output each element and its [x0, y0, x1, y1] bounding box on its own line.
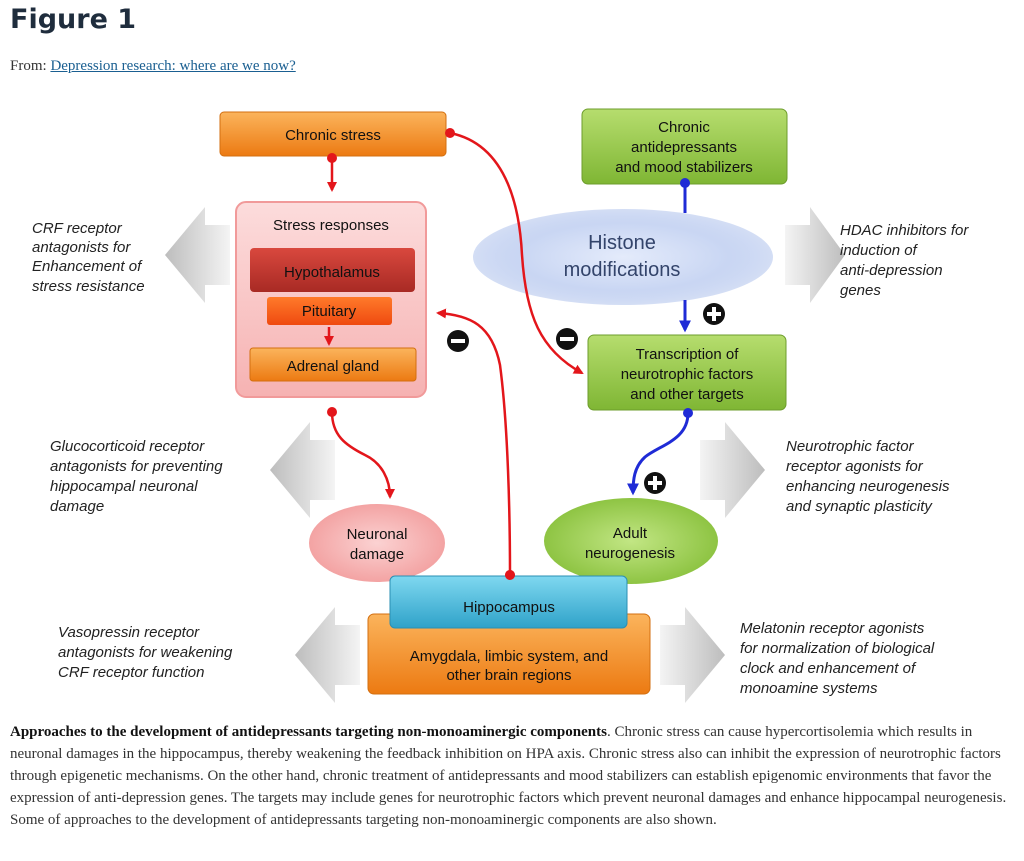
adult-neurogenesis-ellipse: Adult neurogenesis [544, 498, 718, 584]
melatonin-agonists-text: Melatonin receptor agonists for normaliz… [740, 620, 935, 697]
svg-text:CRF receptor: CRF receptor [32, 220, 123, 237]
svg-text:antagonists for: antagonists for [32, 239, 131, 256]
svg-text:antagonists for weakening: antagonists for weakening [58, 644, 233, 661]
chronic-stress-box: Chronic stress [219, 111, 447, 157]
antidepressants-line-3: and mood stabilizers [615, 159, 753, 176]
svg-text:anti-depression: anti-depression [840, 262, 943, 279]
svg-text:stress resistance: stress resistance [32, 278, 145, 295]
pituitary-box: Pituitary [267, 297, 392, 325]
transcription-box: Transcription of neurotrophic factors an… [587, 334, 787, 411]
transcription-line-2: neurotrophic factors [621, 366, 754, 383]
caption-body: . Chronic stress can cause hypercortisol… [10, 724, 1007, 828]
caption-title: Approaches to the development of antidep… [10, 724, 607, 740]
side-arrow-right-3 [660, 607, 725, 703]
figure-caption: Approaches to the development of antidep… [10, 721, 1010, 831]
histone-modifications-ellipse: Histone modifications [473, 209, 773, 305]
svg-text:monoamine systems: monoamine systems [740, 680, 878, 697]
source-article-link[interactable]: Depression research: where are we now? [50, 58, 296, 74]
svg-text:enhancing neurogenesis: enhancing neurogenesis [786, 478, 950, 495]
side-arrow-left-1 [165, 207, 230, 303]
source-line: From: Depression research: where are we … [10, 58, 296, 75]
transcription-line-3: and other targets [630, 386, 743, 403]
hippocampus-label: Hippocampus [463, 599, 555, 616]
svg-text:CRF receptor function: CRF receptor function [58, 664, 204, 681]
from-label: From: [10, 58, 47, 74]
svg-text:hippocampal neuronal: hippocampal neuronal [50, 478, 198, 495]
transcription-line-1: Transcription of [636, 346, 740, 363]
hippocampus-box: Hippocampus [389, 575, 628, 629]
adrenal-gland-label: Adrenal gland [287, 358, 380, 375]
neuronal-damage-line-2: damage [350, 546, 404, 563]
side-arrow-right-2 [700, 422, 765, 518]
glucocorticoid-antagonists-text: Glucocorticoid receptor antagonists for … [50, 438, 223, 515]
adult-neurogenesis-line-1: Adult [613, 525, 648, 542]
svg-text:receptor agonists for: receptor agonists for [786, 458, 924, 475]
crf-antagonists-text: CRF receptor antagonists for Enhancement… [32, 220, 145, 295]
plus-icon [644, 472, 666, 494]
svg-text:Enhancement of: Enhancement of [32, 258, 143, 275]
svg-text:genes: genes [840, 282, 881, 299]
chronic-stress-label: Chronic stress [285, 127, 381, 144]
hypothalamus-label: Hypothalamus [284, 264, 380, 281]
neuronal-damage-ellipse: Neuronal damage [309, 504, 445, 582]
adult-neurogenesis-line-2: neurogenesis [585, 545, 675, 562]
svg-text:for normalization of biologica: for normalization of biological [740, 640, 935, 657]
neuronal-damage-line-1: Neuronal [347, 526, 408, 543]
neurotrophic-agonists-text: Neurotrophic factor receptor agonists fo… [786, 438, 950, 515]
stress-responses-label: Stress responses [273, 217, 389, 234]
antidepressants-box: Chronic antidepressants and mood stabili… [581, 108, 788, 185]
side-arrow-left-2 [270, 422, 335, 518]
svg-text:Melatonin receptor agonists: Melatonin receptor agonists [740, 620, 925, 637]
side-arrow-left-3 [295, 607, 360, 703]
histone-line-2: modifications [564, 259, 681, 281]
histone-line-1: Histone [588, 232, 656, 254]
antidepressant-diagram: Stress responses Hypothalamus Pituitary … [32, 108, 969, 703]
svg-text:HDAC inhibitors for: HDAC inhibitors for [840, 222, 969, 239]
svg-text:Neurotrophic factor: Neurotrophic factor [786, 438, 915, 455]
svg-text:Vasopressin receptor: Vasopressin receptor [58, 624, 200, 641]
amygdala-line-1: Amygdala, limbic system, and [410, 648, 608, 665]
hypothalamus-box: Hypothalamus [250, 248, 415, 292]
svg-text:induction of: induction of [840, 242, 919, 259]
side-arrow-right-1 [785, 207, 845, 303]
minus-icon [556, 328, 578, 350]
antidepressants-line-2: antidepressants [631, 139, 737, 156]
amygdala-box: Amygdala, limbic system, and other brain… [367, 613, 651, 695]
svg-text:damage: damage [50, 498, 104, 515]
adrenal-gland-box: Adrenal gland [249, 347, 417, 382]
svg-text:clock and enhancement of: clock and enhancement of [740, 660, 917, 677]
antidepressants-line-1: Chronic [658, 119, 710, 136]
hdac-inhibitors-text: HDAC inhibitors for induction of anti-de… [840, 222, 969, 299]
plus-icon [703, 303, 725, 325]
svg-text:Glucocorticoid receptor: Glucocorticoid receptor [50, 438, 205, 455]
pituitary-label: Pituitary [302, 303, 357, 320]
figure-heading: Figure 1 [10, 4, 137, 35]
svg-text:and synaptic plasticity: and synaptic plasticity [786, 498, 933, 515]
minus-icon [447, 330, 469, 352]
amygdala-line-2: other brain regions [446, 667, 571, 684]
vasopressin-antagonists-text: Vasopressin receptor antagonists for wea… [58, 624, 233, 681]
svg-text:antagonists for preventing: antagonists for preventing [50, 458, 223, 475]
